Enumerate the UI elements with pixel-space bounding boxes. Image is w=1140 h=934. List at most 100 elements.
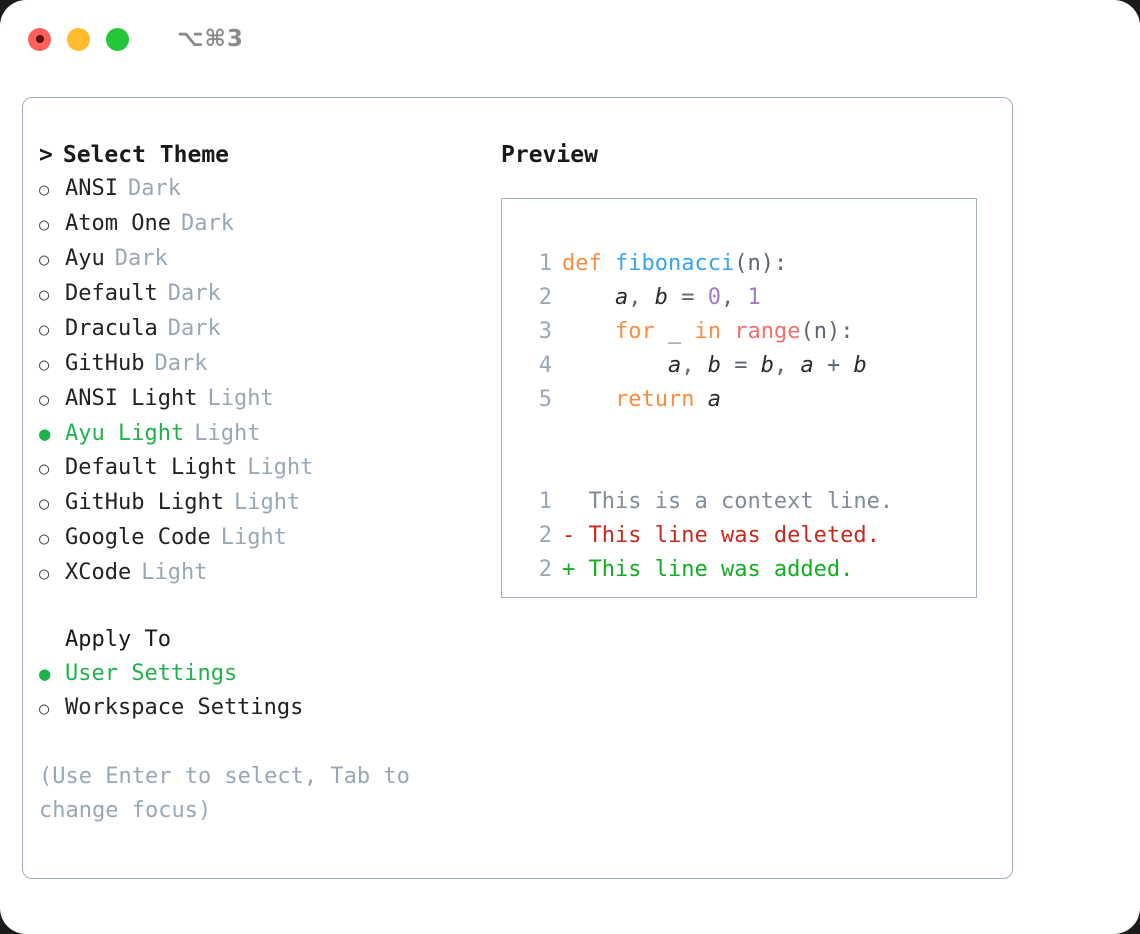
- code-token-punc: _: [654, 319, 695, 344]
- radio-unselected-icon: ○: [39, 459, 50, 479]
- code-token-punc: [562, 353, 668, 378]
- radio-unselected-icon: ○: [39, 699, 50, 719]
- code-token-punc: ,: [720, 285, 748, 310]
- code-line-text: return a: [562, 383, 721, 417]
- line-number: 2: [538, 523, 552, 548]
- diff-line-add: 2+ This line was added.: [502, 553, 976, 587]
- code-token-kw: return: [614, 387, 695, 412]
- theme-option-github[interactable]: ○ GitHub Dark: [39, 347, 479, 382]
- code-line: 5 return a: [502, 383, 976, 417]
- code-token-var: b: [654, 285, 668, 310]
- keyboard-hint-text: (Use Enter to select, Tab to change focu…: [39, 764, 410, 823]
- theme-option-name: XCode: [65, 560, 132, 585]
- line-number: 3: [538, 319, 552, 344]
- code-token-var: a: [667, 353, 682, 378]
- close-window-button[interactable]: [28, 27, 51, 51]
- diff-line-text: This is a context line.: [562, 485, 894, 519]
- minimize-window-button[interactable]: [67, 27, 90, 51]
- radio-unselected-icon: ○: [39, 180, 50, 200]
- theme-option-default-light[interactable]: ○ Default Light Light: [39, 451, 479, 486]
- code-line-text: a, b = 0, 1: [562, 281, 761, 315]
- radio-unselected-icon: ○: [39, 494, 50, 514]
- radio-unselected-icon: ○: [39, 250, 50, 270]
- theme-option-badge: Dark: [167, 281, 221, 306]
- code-token-bi: range: [734, 319, 801, 344]
- code-token-punc: +: [813, 353, 854, 378]
- theme-option-badge: Dark: [180, 211, 234, 236]
- apply-to-option-name: Workspace Settings: [65, 695, 304, 720]
- window-titlebar: ⌥⌘3: [0, 0, 1140, 78]
- theme-option-name: GitHub: [65, 351, 145, 376]
- theme-option-name: ANSI Light: [65, 386, 198, 411]
- code-token-punc: (n):: [734, 251, 788, 276]
- apply-to-section: Apply To ●User Settings○Workspace Settin…: [39, 623, 479, 726]
- code-token-punc: [694, 387, 707, 412]
- window-controls: [28, 27, 129, 51]
- code-token-punc: [562, 319, 615, 344]
- diff-text: This line was deleted.: [588, 523, 880, 548]
- code-token-fn: fibonacci: [614, 251, 735, 276]
- code-token-var: b: [760, 353, 774, 378]
- theme-option-name: Atom One: [65, 211, 171, 236]
- code-spacer: [502, 451, 976, 485]
- theme-option-name: Ayu Light: [65, 421, 185, 446]
- maximize-window-button[interactable]: [106, 27, 129, 51]
- code-token-punc: =: [667, 285, 708, 310]
- theme-option-name: Ayu: [65, 246, 105, 271]
- diff-marker: -: [562, 523, 589, 548]
- theme-option-ansi[interactable]: ○ ANSI Dark: [39, 172, 479, 207]
- caret-icon: >: [39, 142, 53, 168]
- code-token-kw: for: [614, 319, 655, 344]
- apply-to-option-user-settings[interactable]: ●User Settings: [39, 657, 479, 691]
- theme-option-badge: Dark: [127, 176, 181, 201]
- theme-option-badge: Light: [247, 455, 314, 480]
- diff-marker: [562, 489, 589, 514]
- theme-option-badge: Light: [233, 490, 301, 515]
- diff-line-del: 2- This line was deleted.: [502, 519, 976, 553]
- theme-option-badge: Dark: [154, 351, 208, 376]
- radio-unselected-icon: ○: [39, 215, 50, 235]
- theme-option-atom-one[interactable]: ○ Atom One Dark: [39, 207, 479, 242]
- keyboard-shortcut-label: ⌥⌘3: [177, 26, 244, 52]
- code-line: 3 for _ in range(n):: [502, 315, 976, 349]
- code-line: 4 a, b = b, a + b: [502, 349, 976, 383]
- select-theme-label: Select Theme: [62, 142, 230, 168]
- code-token-punc: ,: [628, 285, 655, 310]
- line-number: 1: [538, 251, 552, 276]
- theme-option-name: Default Light: [65, 455, 238, 480]
- theme-option-github-light[interactable]: ○ GitHub Light Light: [39, 486, 479, 521]
- code-token-punc: [721, 319, 734, 344]
- radio-selected-icon: ●: [39, 423, 51, 445]
- code-token-punc: [562, 285, 615, 310]
- theme-option-name: ANSI: [65, 176, 118, 201]
- code-token-var: a: [707, 387, 721, 412]
- radio-unselected-icon: ○: [39, 529, 50, 549]
- diff-line-text: + This line was added.: [562, 553, 853, 587]
- diff-line-ctx: 1 This is a context line.: [502, 485, 976, 519]
- preview-title: Preview: [501, 142, 598, 168]
- radio-selected-icon: ●: [39, 663, 51, 685]
- theme-option-name: Google Code: [65, 525, 211, 550]
- radio-unselected-icon: ○: [39, 355, 50, 375]
- theme-option-name: Default: [65, 281, 158, 306]
- code-token-var: b: [707, 353, 721, 378]
- theme-option-name: Dracula: [65, 316, 158, 341]
- apply-to-option-workspace-settings[interactable]: ○ Workspace Settings: [39, 691, 479, 726]
- code-token-kw: def: [562, 251, 615, 276]
- line-number: 4: [538, 353, 552, 378]
- theme-option-badge: Light: [207, 386, 274, 411]
- code-token-punc: (n):: [800, 319, 854, 344]
- theme-option-name: GitHub Light: [65, 490, 224, 515]
